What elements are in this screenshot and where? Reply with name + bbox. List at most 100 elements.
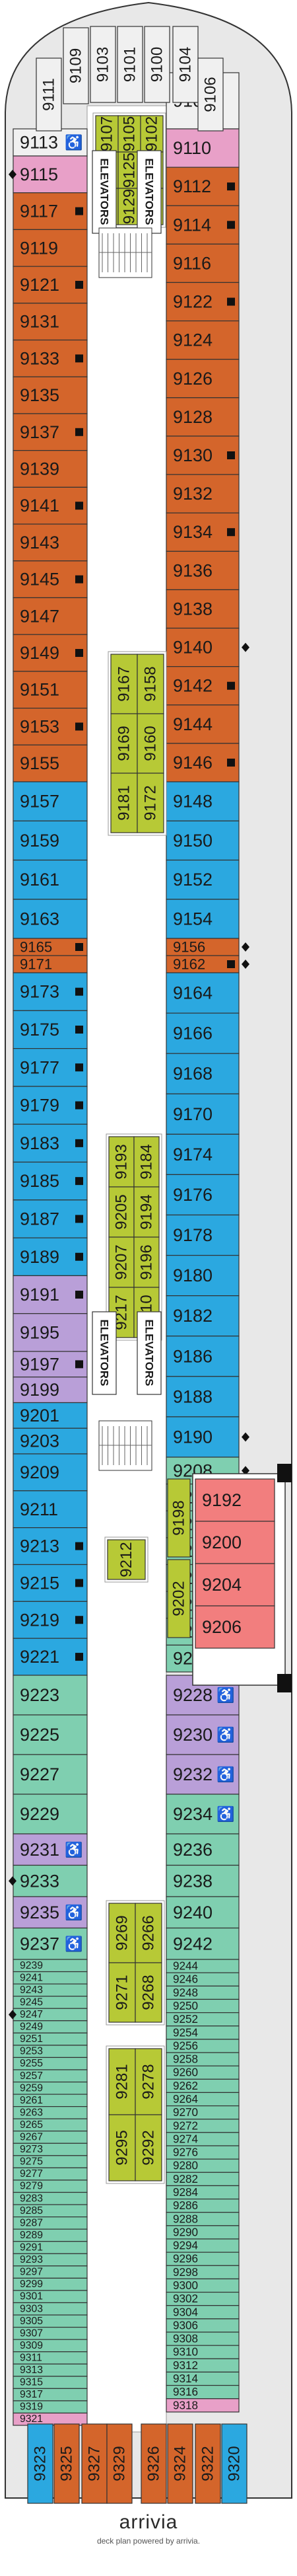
cabin-9207[interactable]: 9207 (108, 1236, 135, 1288)
cabin-9312[interactable]: 9312 (166, 2358, 240, 2373)
cabin-9204[interactable]: 9204 (195, 1563, 275, 1607)
cabin-9147[interactable]: 9147 (13, 597, 88, 635)
cabin-9158[interactable]: 9158 (137, 654, 164, 714)
cabin-9301[interactable]: 9301 (13, 2290, 88, 2304)
cabin-9160[interactable]: 9160 (137, 713, 164, 774)
cabin-9186[interactable]: 9186 (166, 1336, 240, 1377)
cabin-9291[interactable]: 9291 (13, 2241, 88, 2254)
cabin-9256[interactable]: 9256 (166, 2039, 240, 2053)
cabin-9306[interactable]: 9306 (166, 2318, 240, 2333)
cabin-9289[interactable]: 9289 (13, 2228, 88, 2242)
cabin-9104[interactable]: 9104 (172, 26, 199, 103)
cabin-9176[interactable]: 9176 (166, 1174, 240, 1216)
cabin-9223[interactable]: 9223 (13, 1675, 88, 1716)
cabin-9326[interactable]: 9326 (141, 2423, 167, 2504)
cabin-9166[interactable]: 9166 (166, 1012, 240, 1054)
cabin-9143[interactable]: 9143 (13, 523, 88, 562)
cabin-9194[interactable]: 9194 (133, 1186, 160, 1238)
cabin-9148[interactable]: 9148 (166, 781, 240, 821)
cabin-9122[interactable]: 9122 (166, 282, 240, 322)
cabin-9219[interactable]: 9219 (13, 1601, 88, 1639)
cabin-9152[interactable]: 9152 (166, 859, 240, 900)
cabin-9177[interactable]: 9177 (13, 1047, 88, 1087)
cabin-9150[interactable]: 9150 (166, 820, 240, 861)
cabin-9231[interactable]: 9231♿ (13, 1833, 88, 1866)
cabin-9157[interactable]: 9157 (13, 781, 88, 821)
cabin-9188[interactable]: 9188 (166, 1376, 240, 1418)
cabin-9198[interactable]: 9198 (167, 1478, 191, 1558)
cabin-9130[interactable]: 9130 (166, 436, 240, 475)
cabin-9278[interactable]: 9278 (135, 2048, 162, 2115)
cabin-9159[interactable]: 9159 (13, 820, 88, 861)
cabin-9263[interactable]: 9263 (13, 2106, 88, 2119)
cabin-9252[interactable]: 9252 (166, 2012, 240, 2027)
cabin-9156[interactable]: 9156 (166, 938, 249, 956)
cabin-9323[interactable]: 9323 (27, 2423, 53, 2504)
cabin-9212[interactable]: 9212 (107, 1539, 146, 1580)
cabin-9296[interactable]: 9296 (166, 2252, 240, 2266)
cabin-9111[interactable]: 9111 (36, 57, 62, 132)
cabin-9310[interactable]: 9310 (166, 2345, 240, 2359)
cabin-9139[interactable]: 9139 (13, 450, 88, 488)
cabin-9119[interactable]: 9119 (13, 229, 88, 267)
cabin-9132[interactable]: 9132 (166, 474, 240, 513)
cabin-9235[interactable]: 9235♿ (13, 1896, 88, 1929)
cabin-9184[interactable]: 9184 (133, 1136, 160, 1188)
cabin-9229[interactable]: 9229 (13, 1794, 88, 1835)
cabin-9325[interactable]: 9325 (53, 2423, 80, 2504)
cabin-9232[interactable]: 9232♿ (166, 1754, 240, 1795)
cabin-9314[interactable]: 9314 (166, 2371, 240, 2386)
cabin-9117[interactable]: 9117 (13, 192, 88, 231)
cabin-9329[interactable]: 9329 (106, 2423, 133, 2504)
cabin-9102[interactable]: 9102 (140, 115, 164, 153)
cabin-9136[interactable]: 9136 (166, 550, 240, 591)
cabin-9304[interactable]: 9304 (166, 2305, 240, 2320)
cabin-9250[interactable]: 9250 (166, 1998, 240, 2014)
cabin-9317[interactable]: 9317 (13, 2388, 88, 2402)
cabin-9233[interactable]: 9233 (9, 1864, 88, 1897)
cabin-9202[interactable]: 9202 (167, 1559, 191, 1638)
cabin-9238[interactable]: 9238 (166, 1864, 240, 1897)
cabin-9280[interactable]: 9280 (166, 2158, 240, 2173)
cabin-9237[interactable]: 9237♿ (13, 1927, 88, 1960)
cabin-9277[interactable]: 9277 (13, 2167, 88, 2181)
cabin-9161[interactable]: 9161 (13, 859, 88, 900)
cabin-9126[interactable]: 9126 (166, 359, 240, 398)
cabin-9240[interactable]: 9240 (166, 1896, 240, 1929)
cabin-9298[interactable]: 9298 (166, 2265, 240, 2280)
cabin-9171[interactable]: 9171 (13, 955, 88, 973)
cabin-9100[interactable]: 9100 (144, 26, 170, 103)
cabin-9318[interactable]: 9318 (166, 2398, 240, 2413)
cabin-9168[interactable]: 9168 (166, 1053, 240, 1094)
cabin-9167[interactable]: 9167 (110, 654, 138, 714)
cabin-9303[interactable]: 9303 (13, 2302, 88, 2316)
cabin-9191[interactable]: 9191 (13, 1275, 88, 1314)
cabin-9307[interactable]: 9307 (13, 2326, 88, 2340)
cabin-9275[interactable]: 9275 (13, 2155, 88, 2168)
cabin-9311[interactable]: 9311 (13, 2351, 88, 2365)
cabin-9183[interactable]: 9183 (13, 1123, 88, 1163)
cabin-9236[interactable]: 9236 (166, 1833, 240, 1866)
cabin-9180[interactable]: 9180 (166, 1254, 240, 1297)
cabin-9128[interactable]: 9128 (166, 397, 240, 437)
cabin-9113[interactable]: 9113♿ (13, 128, 88, 157)
cabin-9154[interactable]: 9154 (166, 899, 240, 939)
cabin-9141[interactable]: 9141 (13, 486, 88, 525)
cabin-9116[interactable]: 9116 (166, 243, 240, 284)
cabin-9164[interactable]: 9164 (166, 972, 240, 1014)
cabin-9290[interactable]: 9290 (166, 2225, 240, 2240)
cabin-9308[interactable]: 9308 (166, 2331, 240, 2346)
cabin-9272[interactable]: 9272 (166, 2119, 240, 2133)
cabin-9305[interactable]: 9305 (13, 2314, 88, 2328)
cabin-9271[interactable]: 9271 (108, 1962, 136, 2023)
cabin-9273[interactable]: 9273 (13, 2142, 88, 2156)
cabin-9197[interactable]: 9197 (13, 1351, 88, 1378)
cabin-9174[interactable]: 9174 (166, 1133, 240, 1176)
cabin-9125[interactable]: 9125 (117, 151, 141, 189)
cabin-9193[interactable]: 9193 (108, 1136, 135, 1188)
cabin-9248[interactable]: 9248 (166, 1985, 240, 2000)
cabin-9129[interactable]: 9129 (117, 188, 141, 225)
cabin-9302[interactable]: 9302 (166, 2291, 240, 2306)
cabin-9121[interactable]: 9121 (13, 266, 88, 304)
cabin-9162[interactable]: 9162 (166, 955, 249, 973)
